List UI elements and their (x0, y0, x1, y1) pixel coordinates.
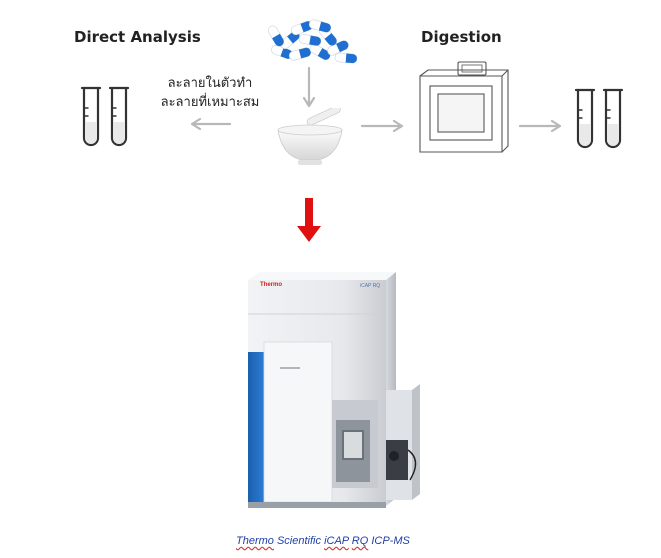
instrument-model-label: iCAP RQ (360, 283, 381, 289)
icp-ms-instrument (248, 272, 420, 508)
arrow-down-gray (302, 66, 316, 108)
caption-word-5: ICP-MS (371, 535, 410, 547)
test-tubes-icon (80, 86, 130, 147)
digestion-oven-icon (419, 61, 509, 153)
caption-word-4: RQ (351, 535, 369, 547)
test-tubes-right-icon (574, 88, 624, 149)
mortar-pestle-icon (277, 108, 343, 165)
instrument-caption: Thermo Scientific iCAP RQ ICP-MS (236, 535, 410, 547)
solvent-label-line1: ละลายในตัวทำ (167, 76, 253, 91)
caption-word-2: Scientific (276, 535, 321, 547)
arrow-right-gray-2 (518, 119, 562, 133)
solvent-label: ละลายในตัวทำ ละลายที่เหมาะสม (140, 74, 280, 112)
arrow-down-red (297, 198, 321, 242)
arrow-left-gray (190, 117, 232, 131)
capsules-icon (266, 18, 358, 64)
direct-analysis-heading: Direct Analysis (74, 28, 201, 46)
caption-word-3: iCAP (324, 535, 349, 547)
solvent-label-line2: ละลายที่เหมาะสม (160, 95, 260, 110)
arrow-right-gray (360, 119, 404, 133)
instrument-brand-logo: Thermo (260, 282, 283, 288)
caption-word-1: Thermo (236, 535, 274, 547)
digestion-heading: Digestion (421, 28, 502, 46)
